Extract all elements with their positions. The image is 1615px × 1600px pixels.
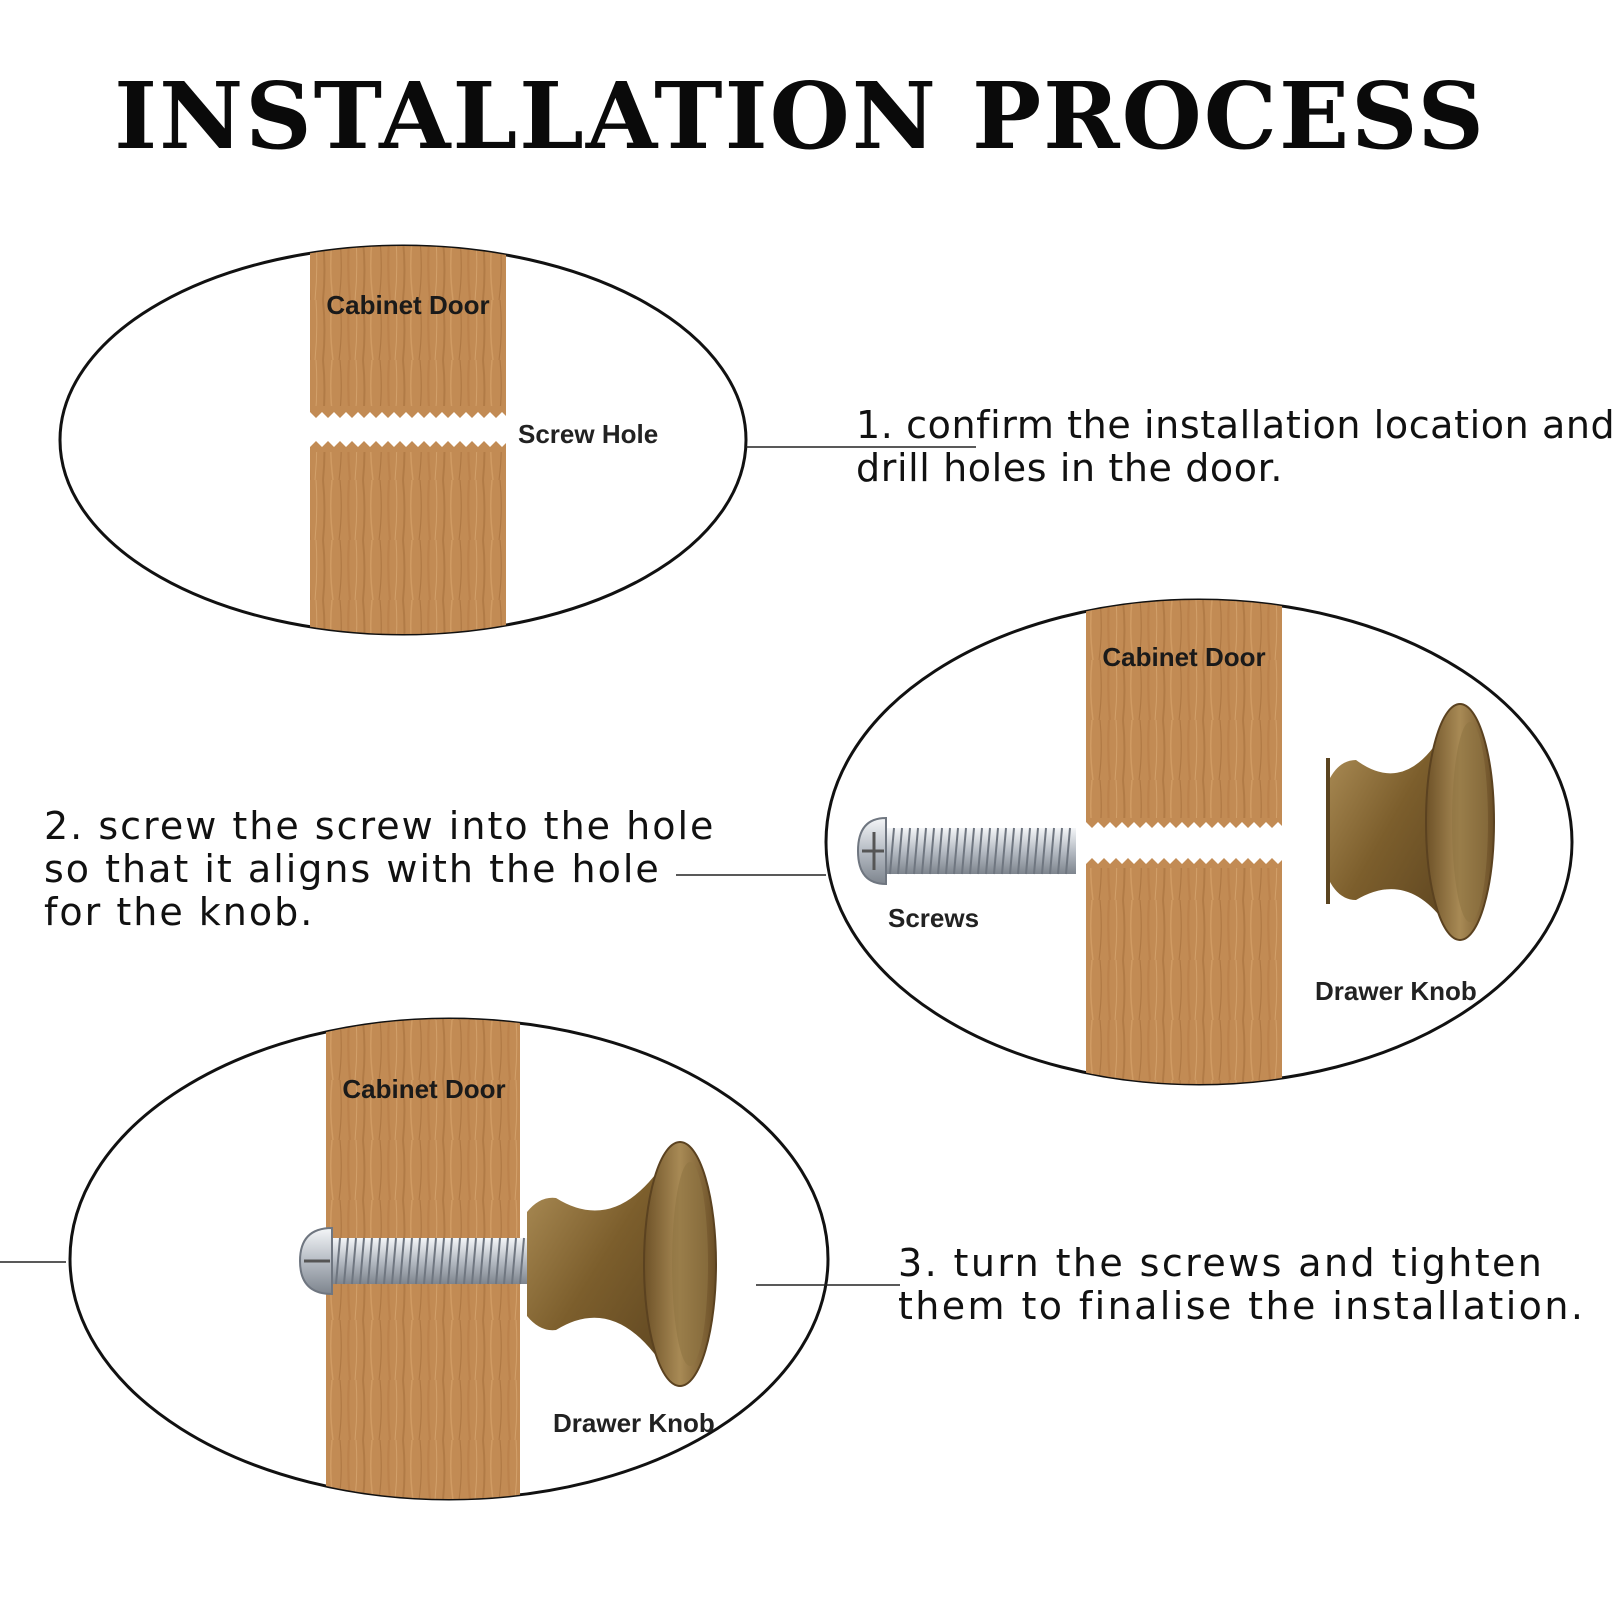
step-2-line-3: for the knob. (44, 890, 315, 934)
cabinet-door-label: Cabinet Door (326, 290, 489, 320)
screws-label: Screws (888, 903, 979, 933)
screw-hole-label: Screw Hole (518, 419, 658, 449)
step-3-text: 3. turn the screws and tighten them to f… (898, 1242, 1585, 1328)
screw-illustration (298, 1226, 527, 1296)
cabinet-door-label: Cabinet Door (342, 1074, 505, 1104)
cabinet-door-upper (310, 246, 506, 412)
drawer-knob-label: Drawer Knob (553, 1408, 715, 1438)
drawer-knob-label: Drawer Knob (1315, 976, 1477, 1006)
knob-neck (1330, 720, 1450, 930)
hole-thread-top (1086, 818, 1282, 828)
step-2-line-2: so that it aligns with the hole (44, 847, 661, 891)
step-3-diagram: Cabinet Door Drawer Knob (0, 1017, 900, 1501)
drawer-knob-illustration (1326, 703, 1495, 941)
drawer-knob-illustration (527, 1141, 717, 1387)
step-1-line-2: drill holes in the door. (856, 446, 1284, 490)
step-2-diagram: Cabinet Door Screws Drawer Knob (676, 598, 1574, 1086)
step-3-line-1: 3. turn the screws and tighten (898, 1241, 1545, 1285)
step-2-line-1: 2. screw the screw into the hole (44, 804, 716, 848)
screw-shaft (332, 1238, 527, 1284)
cabinet-door-upper (1086, 600, 1282, 822)
screw-hole-thread-bottom (310, 441, 506, 452)
hole-thread-bottom (1086, 858, 1282, 868)
step-1-diagram: Cabinet Door Screw Hole (58, 244, 976, 636)
page-title: INSTALLATION PROCESS (114, 62, 1486, 170)
step-1-line-1: 1. confirm the installation location and (856, 403, 1615, 447)
step-1-text: 1. confirm the installation location and… (856, 404, 1615, 490)
cabinet-door-lower (310, 447, 506, 634)
step-2-text: 2. screw the screw into the hole so that… (44, 805, 715, 934)
step-3-line-2: them to finalise the installation. (898, 1284, 1586, 1328)
cabinet-door-label: Cabinet Door (1102, 642, 1265, 672)
screw-hole-thread-top (310, 406, 506, 418)
cabinet-door-lower (1086, 864, 1282, 1084)
screw-illustration (856, 816, 1076, 886)
knob-neck (527, 1150, 672, 1380)
